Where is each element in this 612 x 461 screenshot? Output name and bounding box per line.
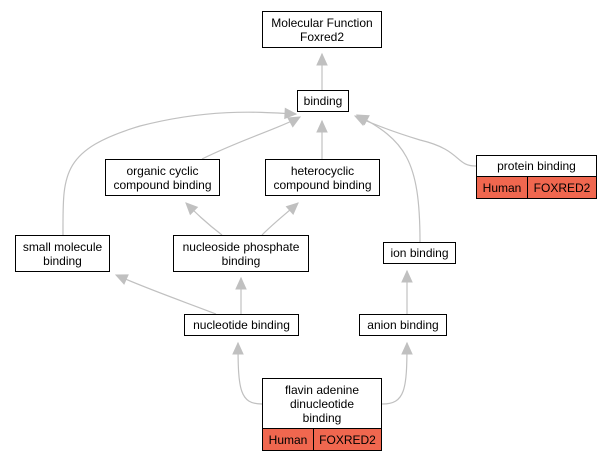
gene-tag[interactable]: FOXRED2	[314, 429, 381, 450]
term-label-line: compound binding	[273, 177, 372, 192]
term-label-line: nucleoside phosphate	[182, 239, 300, 254]
term-label-line: binding	[43, 253, 82, 268]
edge-fad-binding-to-nucleotide-binding	[237, 342, 263, 405]
edge-organic-cyclic-to-binding	[201, 116, 301, 160]
term-label-line: binding	[302, 410, 342, 425]
edge-fad-binding-to-anion-binding	[381, 342, 408, 405]
term-label-line: small molecule	[22, 239, 103, 254]
arrowhead-anion-binding	[401, 341, 413, 355]
edge-nucleotide-binding-to-small-molecule	[115, 274, 217, 315]
term-label-line: protein binding	[497, 159, 576, 173]
species-tag: Human	[477, 177, 528, 198]
term-label-line: anion binding	[367, 318, 439, 332]
go-term-binding[interactable]: binding	[297, 90, 349, 112]
arrowhead-binding	[284, 107, 298, 120]
term-label-line: organic cyclic	[126, 163, 199, 178]
term-label-line: dinucleotide	[289, 396, 355, 411]
species-tag: Human	[263, 429, 314, 450]
arrowhead-nucleoside-phosphate	[235, 276, 247, 290]
term-label-line: Foxred2	[299, 29, 345, 44]
term-label: binding	[298, 91, 348, 111]
term-label-line: binding	[221, 253, 261, 268]
term-label-line: nucleotide binding	[193, 318, 290, 332]
go-term-ion-binding[interactable]: ion binding	[383, 242, 456, 264]
arrowhead-binding	[355, 114, 370, 126]
go-term-nucleotide-binding[interactable]: nucleotide binding	[184, 314, 299, 336]
gene-tag[interactable]: FOXRED2	[528, 177, 596, 198]
term-label: protein binding	[477, 156, 596, 176]
term-label-line: binding	[303, 94, 343, 108]
arrowhead-organic-cyclic	[185, 202, 199, 216]
arrowhead-small-molecule	[114, 274, 129, 285]
term-label-line: flavin adenine	[284, 382, 360, 397]
edge-protein-binding-to-binding	[354, 115, 477, 167]
term-label-line: ion binding	[390, 246, 449, 260]
arrowhead-ion-binding	[401, 269, 413, 283]
term-label-line: compound binding	[113, 177, 212, 192]
edge-small-molecule-to-binding	[62, 111, 297, 236]
arrowhead-binding	[287, 116, 302, 128]
term-label: ion binding	[384, 243, 455, 263]
term-label-line: heterocyclic	[290, 163, 355, 178]
term-label: anion binding	[360, 315, 446, 335]
arrowhead-root	[316, 52, 328, 66]
term-label: nucleotide binding	[185, 315, 298, 335]
go-term-anion-binding[interactable]: anion binding	[359, 314, 447, 336]
arrowhead-nucleotide-binding	[232, 341, 244, 355]
edge-ion-binding-to-binding	[356, 114, 421, 243]
arrowhead-heterocyclic	[285, 202, 299, 215]
term-label-line: Molecular Function	[271, 15, 373, 30]
arrowhead-binding	[316, 119, 328, 133]
